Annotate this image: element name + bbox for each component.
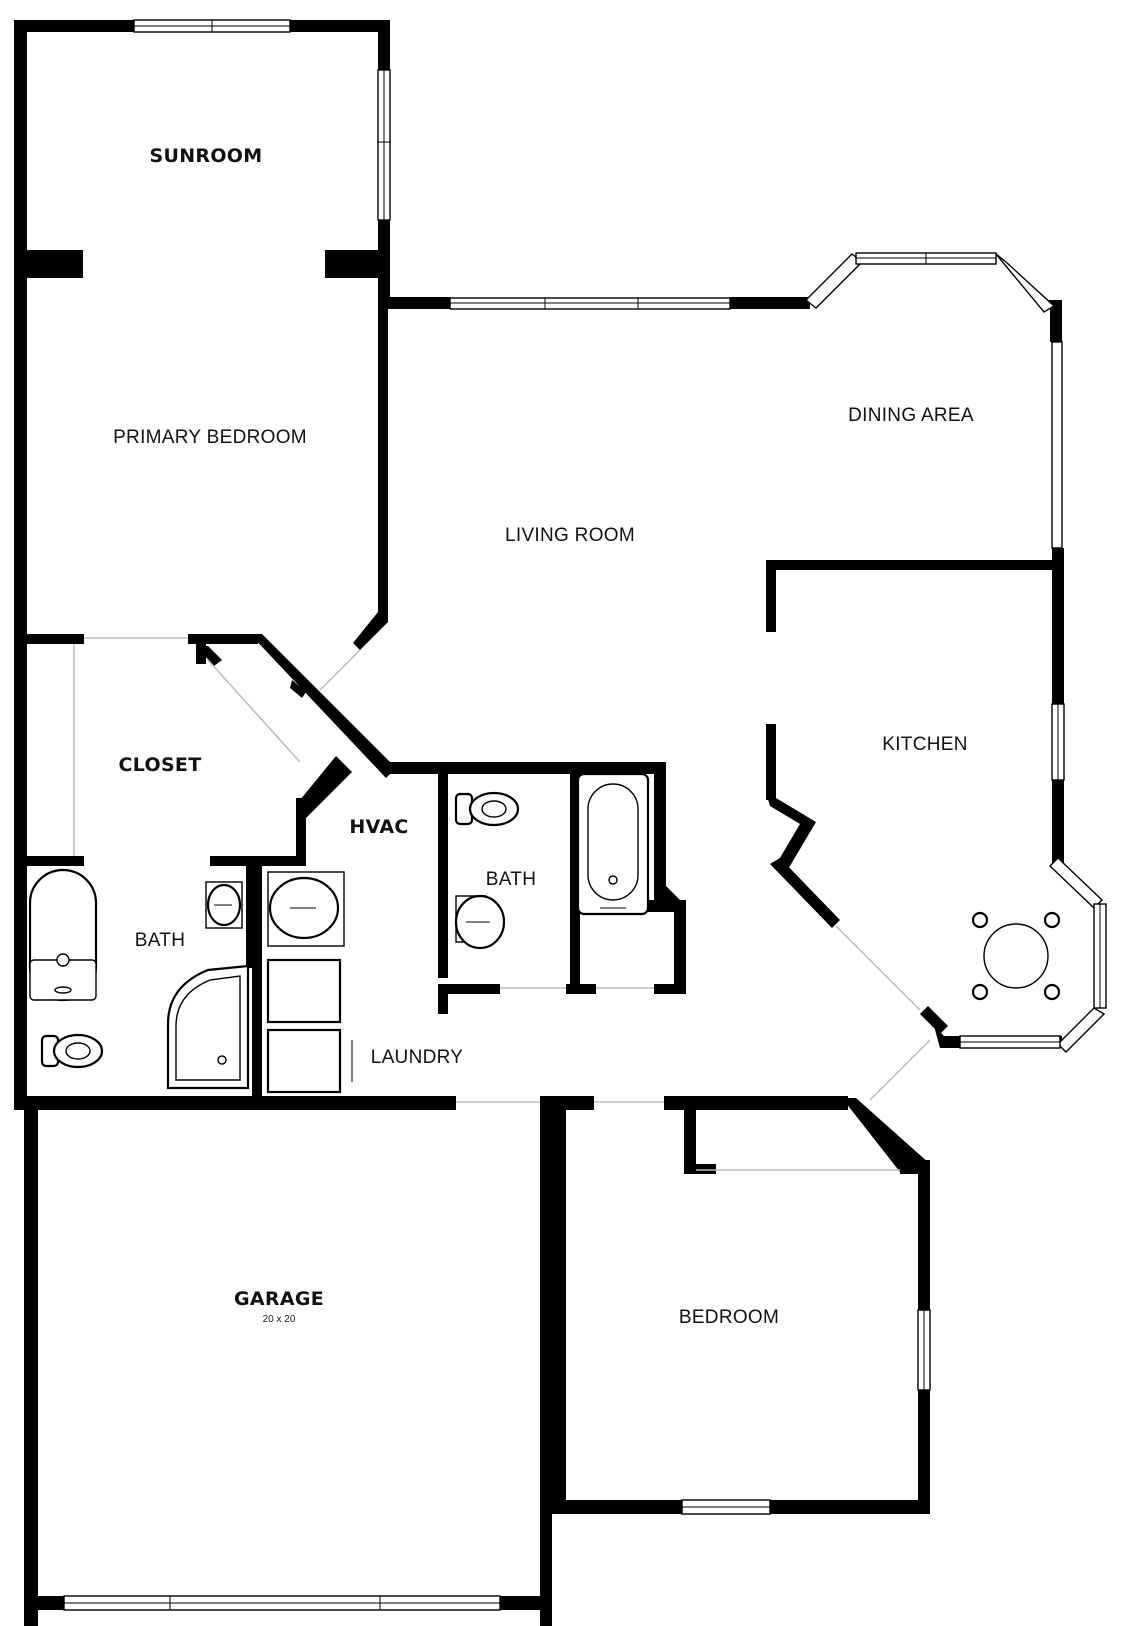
- fixtures: [28, 772, 1061, 1094]
- corner-shower: [166, 964, 250, 1090]
- room-label-bath-hall: BATH: [486, 869, 536, 890]
- room-label-bath-primary: BATH: [135, 930, 185, 951]
- primary-toilet: [40, 1033, 104, 1069]
- hall-sink: [454, 894, 506, 950]
- room-label-laundry: LAUNDRY: [371, 1047, 464, 1068]
- garage-size-label: 20 x 20: [263, 1314, 296, 1325]
- room-labels: SUNROOM PRIMARY BEDROOM LIVING ROOM DINI…: [113, 145, 974, 1328]
- walls: [14, 20, 1064, 1626]
- kitchen-table: [971, 911, 1061, 1001]
- room-label-primary-bedroom: PRIMARY BEDROOM: [113, 427, 307, 448]
- room-label-bedroom: BEDROOM: [679, 1307, 779, 1328]
- room-label-living-room: LIVING ROOM: [505, 525, 635, 546]
- primary-bathtub: [28, 868, 98, 1002]
- windows: [63, 19, 1107, 1611]
- room-label-kitchen: KITCHEN: [882, 734, 968, 755]
- room-label-dining-area: DINING AREA: [848, 405, 974, 426]
- hall-toilet: [454, 791, 520, 827]
- primary-sink: [205, 881, 243, 929]
- openings: [73, 637, 931, 1171]
- room-label-garage: GARAGE: [234, 1288, 324, 1310]
- room-label-sunroom: SUNROOM: [150, 145, 263, 167]
- laundry-sink: [267, 871, 345, 947]
- room-label-hvac: HVAC: [349, 816, 408, 838]
- hall-bathtub: [576, 772, 650, 916]
- washer-dryer: [266, 958, 353, 1094]
- room-label-closet: CLOSET: [119, 754, 202, 776]
